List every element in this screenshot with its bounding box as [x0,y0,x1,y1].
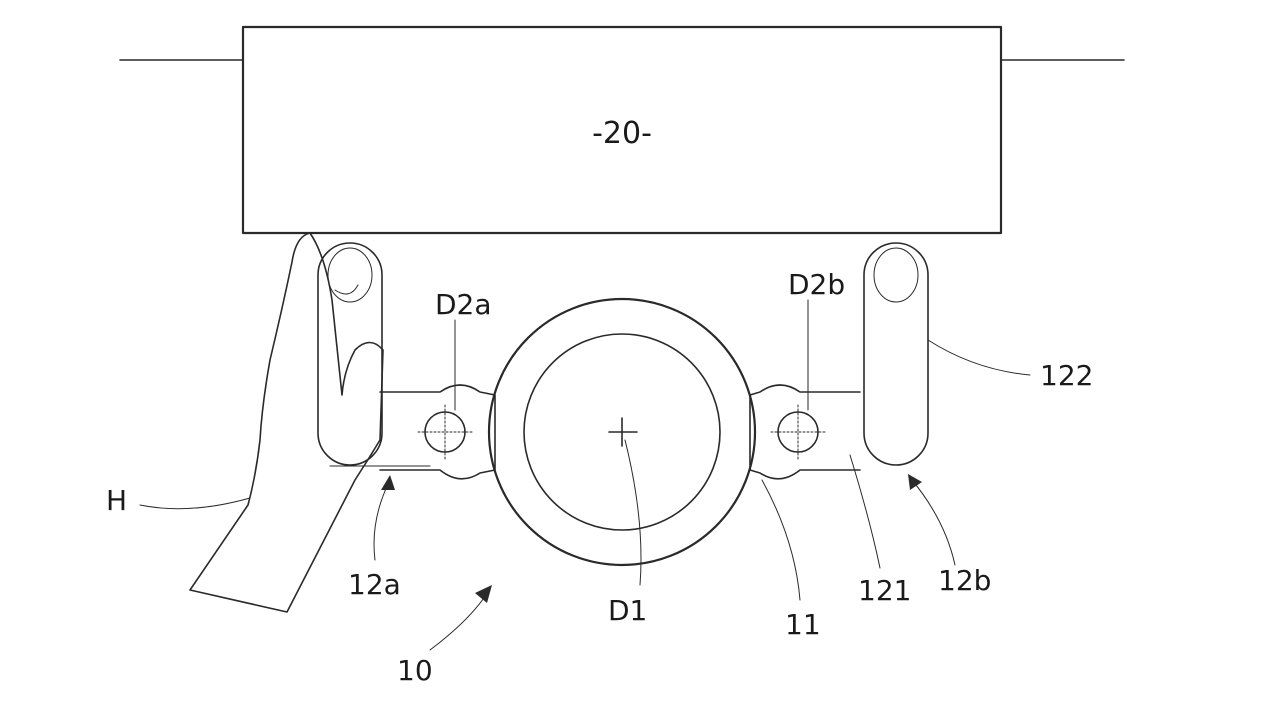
hand-h [189,232,384,613]
arrow-12b-shaft [911,479,956,566]
label-d1: D1 [608,594,647,627]
leader-121 [849,454,881,569]
label-12b: 12b [938,564,991,597]
label-122: 122 [1040,359,1093,392]
handle-12b [863,242,929,466]
arrow-10-shaft [429,591,489,651]
pivot-d2a [424,411,466,453]
arrow-12a-shaft [373,479,391,561]
arrow-12a-head [381,475,395,490]
leader-11 [761,479,801,601]
central-ring-inner [523,333,721,531]
label-121: 121 [858,574,911,607]
component-20-label: -20- [592,116,652,151]
leader-h [139,497,251,510]
label-10: 10 [397,654,433,687]
leader-122 [927,339,1031,376]
handle-12b-top [873,247,919,303]
arrow-10-head [475,585,492,603]
arm-12b-link [749,384,861,480]
hand-finger-line [334,284,359,295]
label-d2b: D2b [788,268,845,301]
arm-12a-link [379,384,496,480]
leader-d1 [624,439,642,586]
label-11: 11 [785,608,821,641]
arrow-12b-head [908,474,922,490]
central-ring-outer [487,297,757,567]
component-20-box [241,25,1003,235]
handle-12a-top [327,247,373,303]
label-h: H [106,484,127,517]
label-d2a: D2a [435,288,492,321]
pivot-d2b [777,411,819,453]
handle-12a [317,242,383,466]
label-12a: 12a [348,568,401,601]
